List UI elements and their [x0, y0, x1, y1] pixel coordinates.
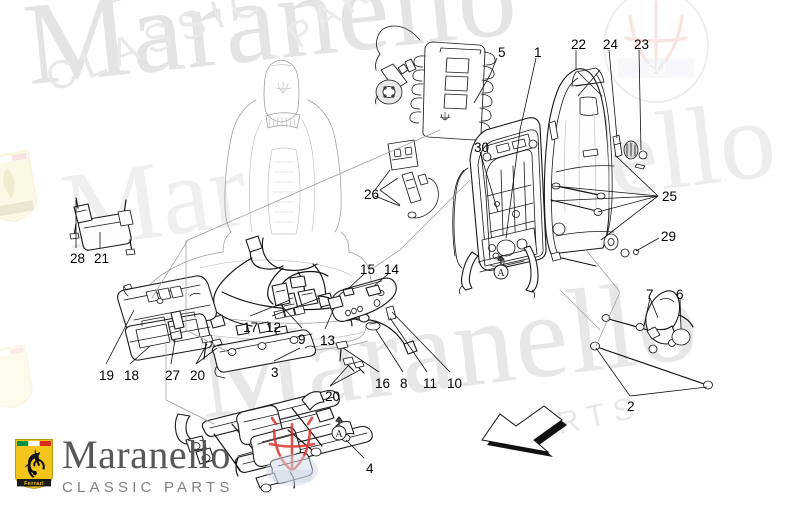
svg-text:A: A	[335, 429, 343, 440]
seat-frame-side-bar	[211, 329, 317, 379]
callout-16[interactable]: 16	[375, 376, 391, 391]
leader-lines	[75, 49, 708, 459]
section-marker-a-upper: A	[493, 255, 509, 280]
seat-handle-assembly	[327, 277, 397, 374]
brand-text: Maranello CLASSIC PARTS	[62, 432, 234, 497]
backrest-frame	[452, 117, 547, 299]
direction-arrow	[481, 405, 567, 457]
callout-19[interactable]: 19	[99, 368, 115, 383]
callout-20-center[interactable]: 20	[325, 389, 341, 404]
recliner-motor-upper	[374, 25, 421, 105]
callout-4[interactable]: 4	[366, 461, 374, 476]
callout-3[interactable]: 3	[271, 365, 279, 380]
svg-text:Ferrari: Ferrari	[24, 481, 44, 487]
callout-2[interactable]: 2	[627, 399, 635, 414]
callout-8[interactable]: 8	[400, 376, 408, 391]
maserati-trident-watermark	[266, 416, 318, 486]
callout-11[interactable]: 11	[423, 376, 438, 391]
callout-13[interactable]: 13	[320, 333, 336, 348]
brand-logo[interactable]: Ferrari Maranello CLASSIC PARTS	[14, 432, 244, 499]
bracket-9	[271, 282, 291, 307]
callout-17[interactable]: 17	[243, 320, 259, 335]
callout-30[interactable]: 30	[474, 140, 490, 155]
callout-1[interactable]: 1	[534, 45, 542, 60]
callout-15[interactable]: 15	[360, 262, 376, 277]
callout-28[interactable]: 28	[70, 251, 86, 266]
callout-14[interactable]: 14	[384, 262, 400, 277]
callout-6[interactable]: 6	[676, 287, 684, 302]
callout-12[interactable]: 12	[266, 320, 282, 335]
callout-7[interactable]: 7	[646, 287, 654, 302]
latch-bracket	[379, 139, 439, 219]
brand-tagline: CLASSIC PARTS	[62, 479, 234, 496]
callout-23[interactable]: 23	[634, 37, 650, 52]
recliner-motor	[590, 290, 713, 390]
callout-22[interactable]: 22	[571, 37, 587, 52]
section-marker-a-lower: A	[331, 416, 347, 441]
callout-20-left[interactable]: 20	[190, 368, 206, 383]
backrest-shell	[543, 67, 648, 267]
ferrari-shield-icon: Ferrari	[14, 438, 54, 490]
callout-18[interactable]: 18	[124, 368, 140, 383]
callout-25[interactable]: 25	[662, 189, 678, 204]
svg-text:A: A	[497, 268, 505, 279]
brand-name: Maranello	[62, 432, 231, 477]
control-module	[69, 197, 136, 256]
callout-10[interactable]: 10	[447, 376, 463, 391]
callout-24[interactable]: 24	[603, 37, 619, 52]
callout-29[interactable]: 29	[661, 229, 677, 244]
callout-27[interactable]: 27	[165, 368, 181, 383]
connector-27b	[170, 310, 185, 330]
callout-26[interactable]: 26	[364, 187, 380, 202]
callout-9[interactable]: 9	[298, 332, 306, 347]
callout-21[interactable]: 21	[94, 251, 110, 266]
seat-cushion-pad	[409, 41, 496, 141]
callout-5[interactable]: 5	[498, 45, 506, 60]
